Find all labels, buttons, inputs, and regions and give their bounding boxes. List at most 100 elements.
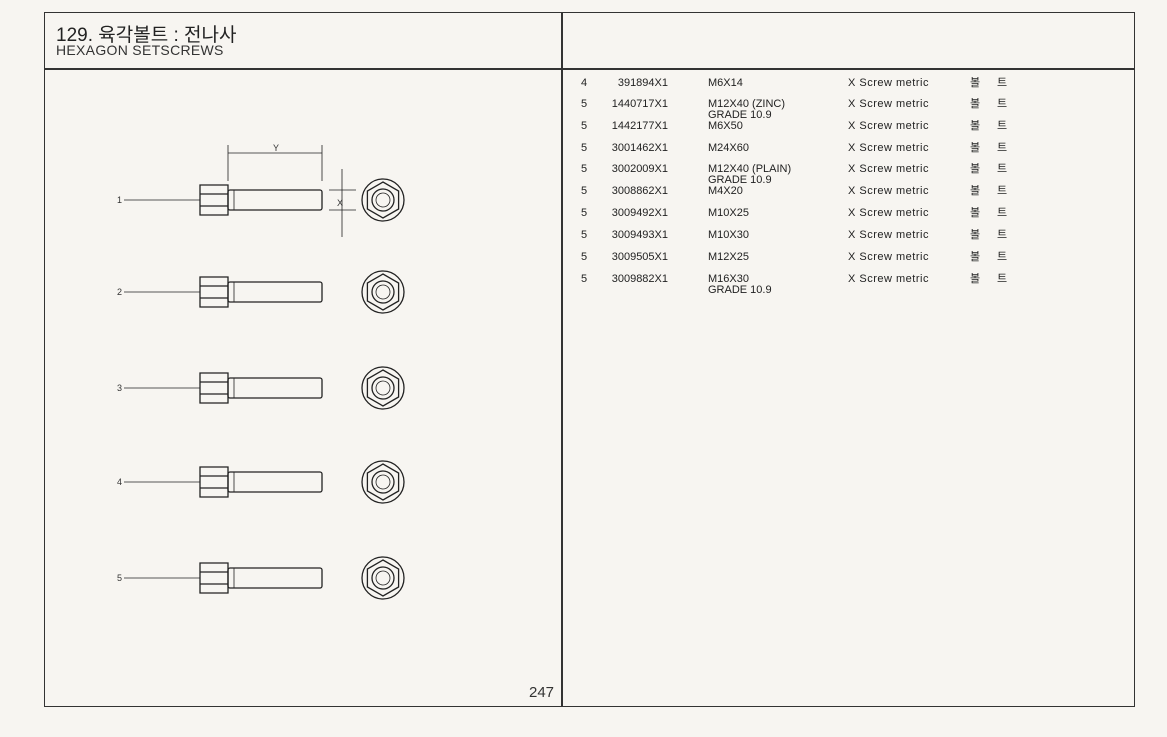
description: M12X25 [708, 251, 749, 263]
table-row: 4 391894X1 M6X14 X Screw metric 볼 트 [570, 78, 1130, 100]
nut-bore [375, 570, 391, 586]
korean-name-1: 볼 [970, 98, 981, 110]
part-name: X Screw metric [848, 229, 929, 241]
part-number: 3009505X1 [611, 251, 668, 263]
qty: 5 [581, 251, 588, 263]
nut-bore [375, 284, 391, 300]
description: M10X30 [708, 229, 749, 241]
column-divider [561, 12, 563, 707]
nut-outer-circle [361, 556, 405, 600]
part-name: X Screw metric [848, 163, 929, 175]
korean-name-1: 볼 [970, 207, 981, 219]
korean-name-1: 볼 [970, 77, 981, 89]
korean-name-1: 볼 [970, 142, 981, 154]
dimension-x-label: X [337, 198, 343, 208]
hex-bolt [199, 178, 405, 222]
bolt-head [199, 184, 229, 216]
nut-hexagon [366, 559, 400, 597]
nut-outer-circle [361, 366, 405, 410]
nut-inner-circle [371, 470, 395, 494]
korean-name-1: 볼 [970, 120, 981, 132]
bolt-head [199, 562, 229, 594]
korean-name-1: 볼 [970, 163, 981, 175]
description-line-2: GRADE 10.9 [708, 109, 772, 121]
nut-inner-circle [371, 376, 395, 400]
part-number: 3009882X1 [611, 273, 668, 285]
description: M12X40 (ZINC) [708, 98, 786, 110]
description: M16X30 [708, 273, 749, 285]
korean-name-2: 트 [997, 251, 1008, 263]
bolt-shank [227, 189, 323, 211]
part-number: 3009492X1 [611, 207, 668, 219]
qty: 4 [581, 77, 588, 89]
bolt-head [199, 372, 229, 404]
nut-bore [375, 192, 391, 208]
korean-name-1: 볼 [970, 251, 981, 263]
qty: 5 [581, 207, 588, 219]
dimension-x [329, 169, 356, 237]
bolt-shank [227, 281, 323, 303]
nut-hexagon [366, 273, 400, 311]
part-number: 1442177X1 [611, 120, 668, 132]
bolt-shank [227, 567, 323, 589]
qty: 5 [581, 142, 588, 154]
korean-name-2: 트 [997, 120, 1008, 132]
dimension-y-label: Y [273, 143, 279, 153]
hex-bolt [199, 556, 405, 600]
description: M6X14 [708, 77, 743, 89]
part-number: 3002009X1 [611, 163, 668, 175]
korean-name-1: 볼 [970, 185, 981, 197]
bolt-head [199, 466, 229, 498]
korean-name-2: 트 [997, 142, 1008, 154]
qty: 5 [581, 185, 588, 197]
part-number: 3008862X1 [611, 185, 668, 197]
page-title: 129. 육각볼트 : 전나사 [56, 25, 237, 46]
part-name: X Screw metric [848, 273, 929, 285]
page-subtitle: HEXAGON SETSCREWS [56, 42, 224, 58]
bolt-shank [227, 471, 323, 493]
page-number: 247 [529, 684, 555, 701]
part-name: X Screw metric [848, 98, 929, 110]
korean-name-2: 트 [997, 185, 1008, 197]
qty: 5 [581, 163, 588, 175]
table-row: 5 3002009X1 M12X40 (PLAIN) X Screw metric 볼 트… [570, 164, 1130, 186]
part-name: X Screw metric [848, 120, 929, 132]
description: M10X25 [708, 207, 749, 219]
part-number: 391894X1 [617, 77, 668, 89]
part-name: X Screw metric [848, 77, 929, 89]
korean-name-2: 트 [997, 77, 1008, 89]
korean-name-2: 트 [997, 273, 1008, 285]
nut-inner-circle [371, 188, 395, 212]
part-name: X Screw metric [848, 251, 929, 263]
part-name: X Screw metric [848, 142, 929, 154]
nut-bore [375, 380, 391, 396]
hex-bolt [199, 270, 405, 314]
table-top-divider [562, 68, 1134, 70]
korean-name-2: 트 [997, 98, 1008, 110]
korean-name-1: 볼 [970, 273, 981, 285]
description: M12X40 (PLAIN) [708, 163, 792, 175]
nut-hexagon [366, 369, 400, 407]
callout-number: 2 [117, 287, 122, 297]
part-number: 3009493X1 [611, 229, 668, 241]
korean-name-2: 트 [997, 163, 1008, 175]
callout-number: 5 [117, 573, 122, 583]
dimension-y [227, 145, 323, 181]
hex-bolt [199, 366, 405, 410]
description-line-2: GRADE 10.9 [708, 174, 772, 186]
nut-inner-circle [371, 280, 395, 304]
bolt-shank [227, 377, 323, 399]
bolt-head [199, 276, 229, 308]
nut-hexagon [366, 181, 400, 219]
nut-bore [375, 474, 391, 490]
nut-outer-circle [361, 460, 405, 504]
qty: 5 [581, 229, 588, 241]
